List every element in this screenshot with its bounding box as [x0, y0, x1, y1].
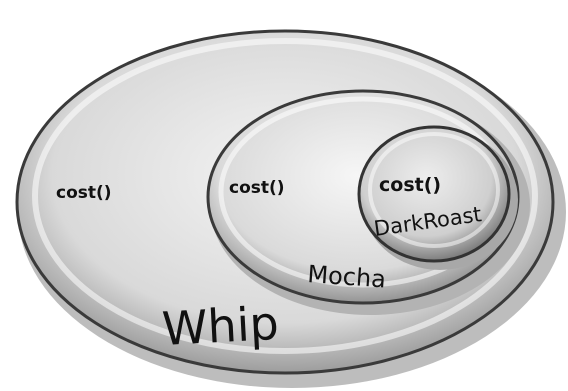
- whip-cost-label: cost(): [56, 183, 112, 203]
- darkroast-cost-label: cost(): [379, 174, 441, 196]
- mocha-label: Mocha: [307, 260, 387, 293]
- whip-label: Whip: [161, 296, 280, 356]
- mocha-cost-label: cost(): [229, 178, 285, 198]
